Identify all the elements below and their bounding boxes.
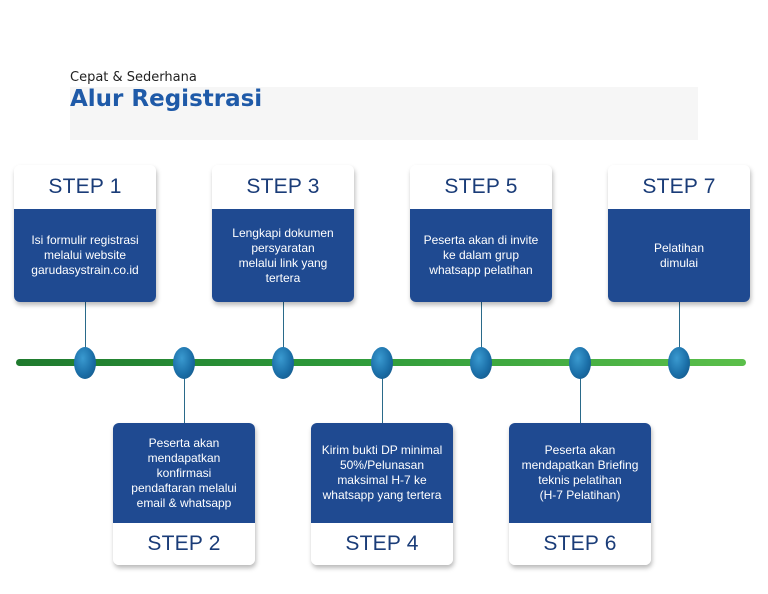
step-label: STEP 2 — [113, 523, 255, 565]
step-description: Lengkapi dokumen persyaratan melalui lin… — [212, 209, 354, 302]
step-label: STEP 4 — [311, 523, 453, 565]
step-description: Peserta akan mendapatkan Briefing teknis… — [509, 423, 651, 523]
connector-step-7 — [679, 300, 680, 348]
connector-step-6 — [580, 378, 581, 424]
step-description: Peserta akan mendapatkan konfirmasi pend… — [113, 423, 255, 523]
step-label: STEP 7 — [608, 165, 750, 209]
step-card-4: Kirim bukti DP minimal 50%/Pelunasan mak… — [311, 423, 453, 565]
page-title: Alur Registrasi — [70, 86, 263, 112]
step-card-6: Peserta akan mendapatkan Briefing teknis… — [509, 423, 651, 565]
step-card-2: Peserta akan mendapatkan konfirmasi pend… — [113, 423, 255, 565]
step-card-1: STEP 1 Isi formulir registrasi melalui w… — [14, 165, 156, 302]
step-label: STEP 1 — [14, 165, 156, 209]
step-description: Kirim bukti DP minimal 50%/Pelunasan mak… — [311, 423, 453, 523]
timeline-node-1 — [74, 347, 96, 379]
timeline-node-3 — [272, 347, 294, 379]
timeline-node-7 — [668, 347, 690, 379]
connector-step-5 — [481, 300, 482, 348]
step-label: STEP 6 — [509, 523, 651, 565]
connector-step-1 — [85, 300, 86, 348]
connector-step-3 — [283, 300, 284, 348]
step-label: STEP 3 — [212, 165, 354, 209]
step-card-5: STEP 5 Peserta akan di invite ke dalam g… — [410, 165, 552, 302]
timeline-node-4 — [371, 347, 393, 379]
title-band — [70, 87, 698, 140]
step-card-3: STEP 3 Lengkapi dokumen persyaratan mela… — [212, 165, 354, 302]
step-label: STEP 5 — [410, 165, 552, 209]
connector-step-4 — [382, 378, 383, 424]
step-card-7: STEP 7 Pelatihan dimulai — [608, 165, 750, 302]
page-subtitle: Cepat & Sederhana — [70, 70, 197, 85]
timeline-node-2 — [173, 347, 195, 379]
step-description: Pelatihan dimulai — [608, 209, 750, 302]
connector-step-2 — [184, 378, 185, 424]
step-description: Peserta akan di invite ke dalam grup wha… — [410, 209, 552, 302]
timeline-node-6 — [569, 347, 591, 379]
timeline-node-5 — [470, 347, 492, 379]
step-description: Isi formulir registrasi melalui website … — [14, 209, 156, 302]
